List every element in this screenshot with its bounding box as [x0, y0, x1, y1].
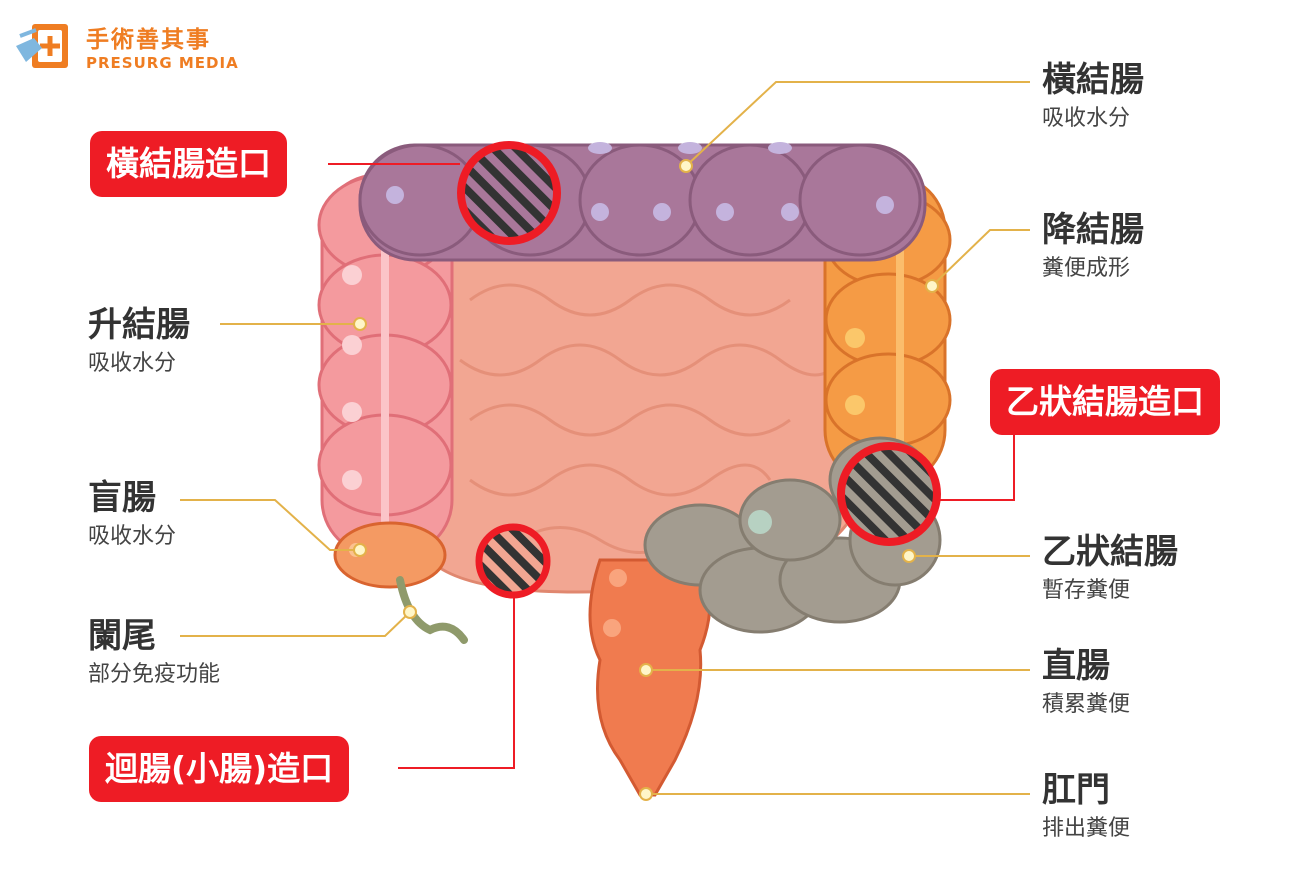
label-transverse-colon: 橫結腸 吸收水分 [1042, 60, 1144, 134]
stoma-marker-ileum [475, 523, 551, 599]
label-name: 盲腸 [88, 478, 156, 518]
appendix [396, 576, 468, 644]
transverse-colon [358, 142, 927, 262]
leader-dots [353, 159, 939, 801]
stoma-marker-transverse [457, 141, 561, 245]
label-desc: 積累糞便 [1042, 692, 1131, 717]
logo-title: 手術善其事 [86, 27, 211, 53]
label-name: 直腸 [1042, 646, 1110, 686]
stoma-label-sigmoid: 乙狀結腸造口 [990, 369, 1220, 435]
label-rectum: 直腸 積累糞便 [1042, 646, 1130, 720]
label-name: 闌尾 [88, 616, 156, 656]
label-desc: 暫存糞便 [1042, 578, 1131, 603]
leader-lines [180, 81, 1030, 795]
label-name: 橫結腸 [1042, 60, 1144, 100]
label-name: 降結腸 [1042, 210, 1144, 250]
label-desc: 吸收水分 [1042, 106, 1131, 131]
brand-logo: 手術善其事 PRESURG MEDIA [14, 18, 244, 78]
label-name: 升結腸 [88, 305, 190, 345]
label-sigmoid-colon: 乙狀結腸 暫存糞便 [1042, 532, 1178, 606]
label-descending-colon: 降結腸 糞便成形 [1042, 210, 1144, 284]
label-desc: 糞便成形 [1042, 256, 1131, 281]
stoma-label-transverse: 橫結腸造口 [90, 131, 287, 197]
label-desc: 吸收水分 [88, 351, 177, 376]
stoma-marker-sigmoid [837, 442, 941, 546]
label-appendix: 闌尾 部分免疫功能 [88, 616, 220, 690]
label-desc: 部分免疫功能 [88, 662, 221, 687]
presurg-logo-icon [16, 24, 68, 68]
label-ascending-colon: 升結腸 吸收水分 [88, 305, 190, 379]
stoma-label-ileum: 迴腸(小腸)造口 [89, 736, 350, 802]
rectum [588, 558, 712, 797]
label-anus: 肛門 排出糞便 [1042, 770, 1130, 844]
label-desc: 排出糞便 [1042, 816, 1131, 841]
label-name: 肛門 [1042, 770, 1110, 810]
logo-subtitle: PRESURG MEDIA [86, 54, 239, 72]
label-name: 乙狀結腸 [1042, 532, 1178, 572]
stoma-connectors [328, 163, 1015, 769]
label-cecum: 盲腸 吸收水分 [88, 478, 176, 552]
label-desc: 吸收水分 [88, 524, 177, 549]
cecum [333, 521, 447, 589]
